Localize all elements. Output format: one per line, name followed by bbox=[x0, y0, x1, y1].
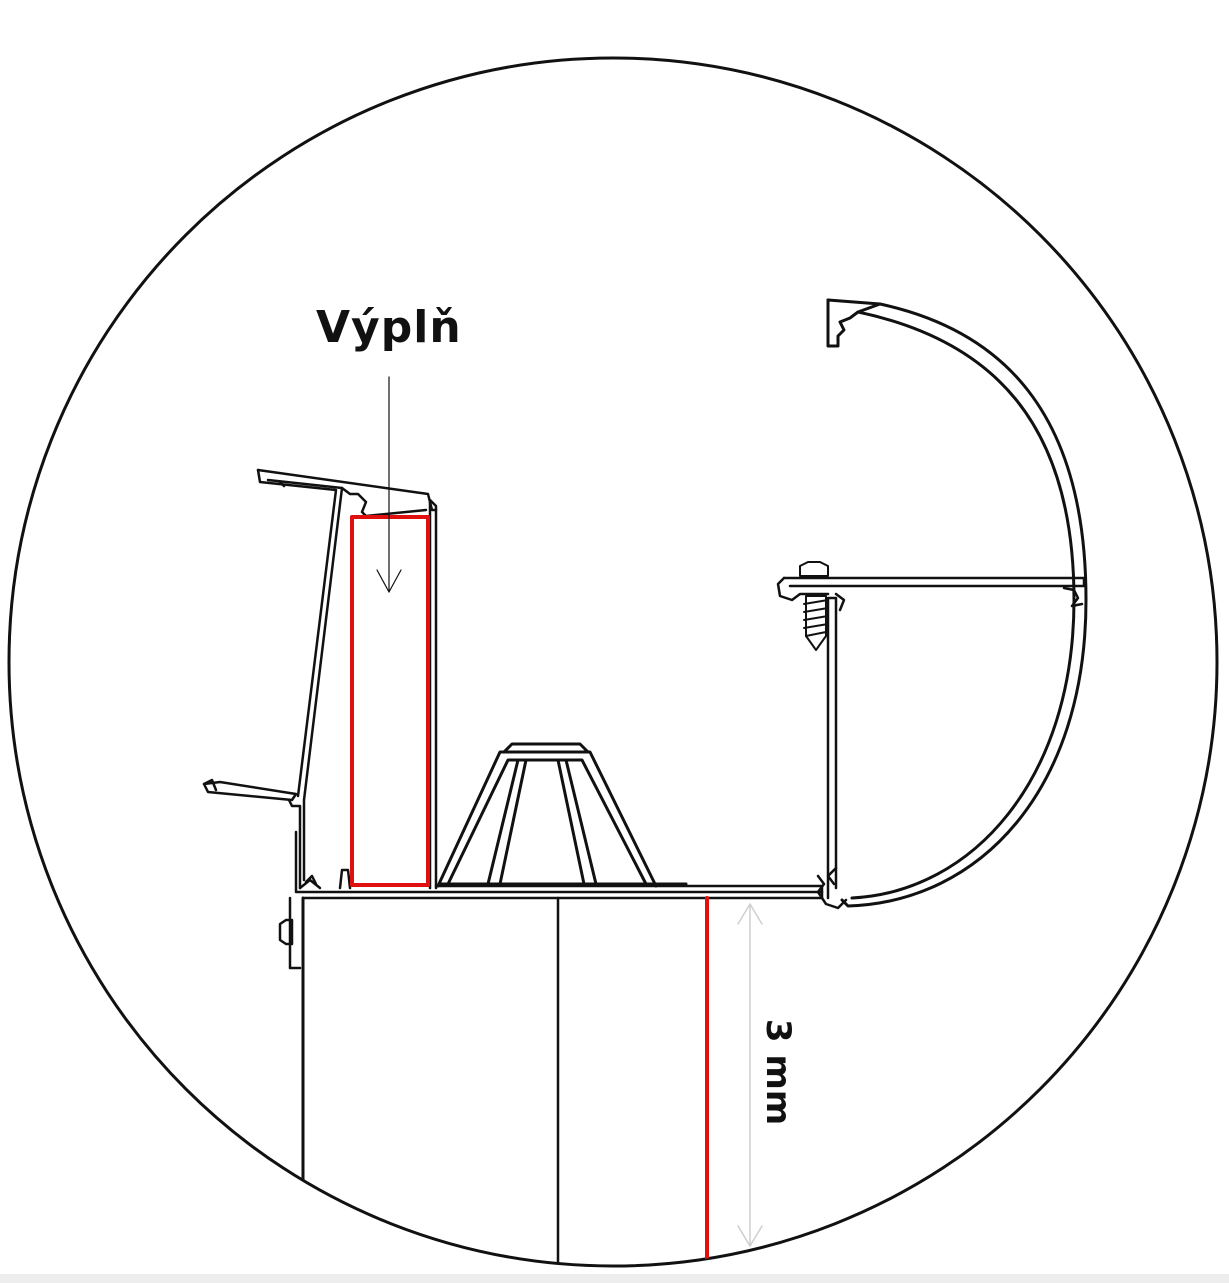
detail-circle bbox=[7, 56, 1219, 1268]
fill-label: Výplň bbox=[316, 302, 462, 353]
fill-pointer-arrow bbox=[376, 376, 402, 593]
support-block bbox=[436, 742, 688, 888]
right-profile bbox=[776, 576, 1086, 910]
dimension-label: 3 mm bbox=[758, 1018, 798, 1126]
base-profile bbox=[278, 498, 824, 970]
screw bbox=[799, 561, 829, 651]
bottom-strip bbox=[0, 1274, 1229, 1283]
left-flange bbox=[202, 468, 438, 886]
dimension-arrow bbox=[737, 903, 763, 1247]
fill-highlight-box bbox=[350, 515, 430, 887]
curved-cover bbox=[826, 298, 1088, 908]
